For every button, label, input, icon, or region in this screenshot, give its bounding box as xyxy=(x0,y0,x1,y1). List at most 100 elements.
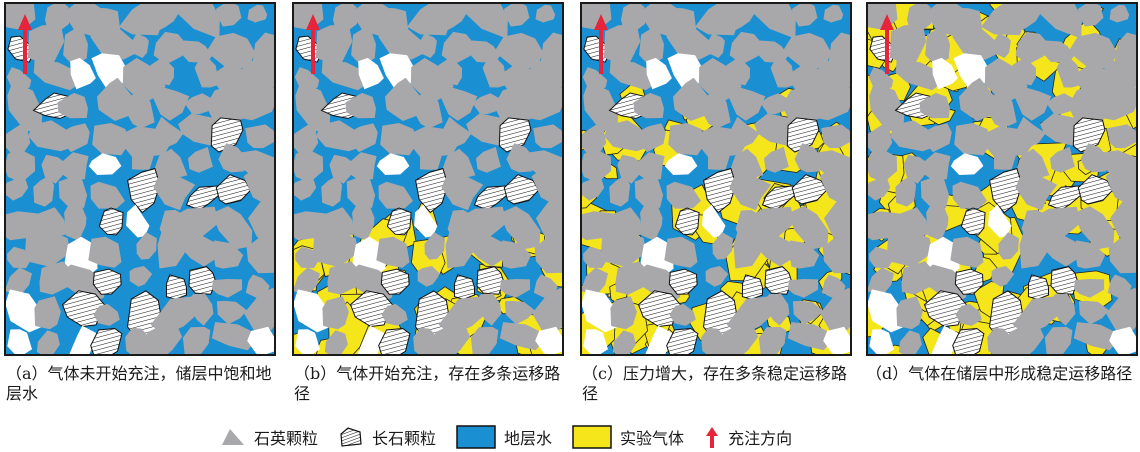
quartz-grain xyxy=(499,206,541,250)
quartz-grain xyxy=(346,175,376,208)
quartz-grain xyxy=(1049,293,1076,326)
quartz-grain xyxy=(601,232,647,268)
legend-item-feldspar: 长石颗粒 xyxy=(338,425,436,449)
quartz-grain xyxy=(782,32,832,69)
quartz-grain xyxy=(984,88,1017,129)
panel-c-figure xyxy=(580,2,852,356)
quartz-grain xyxy=(178,2,220,39)
quartz-grain xyxy=(730,116,760,147)
quartz-grain xyxy=(1078,300,1109,325)
grain-layer xyxy=(4,2,276,356)
gas-swatch xyxy=(572,425,612,449)
feldspar-grain xyxy=(786,117,820,153)
pore-space xyxy=(702,204,726,238)
quartz-grain xyxy=(236,57,276,96)
quartz-grain xyxy=(712,232,733,260)
quartz-grain xyxy=(467,40,501,63)
panel-b-figure xyxy=(292,2,564,356)
quartz-grain xyxy=(149,2,185,33)
quartz-grain xyxy=(1068,32,1118,69)
quartz-grain xyxy=(351,28,376,66)
legend-item-arrow: 充注方向 xyxy=(704,425,792,449)
grain-layer xyxy=(580,2,852,356)
quartz-grain xyxy=(376,236,410,268)
quartz-grain xyxy=(580,150,612,183)
quartz-grain xyxy=(580,179,605,201)
quartz-grain xyxy=(535,4,556,23)
quartz-grain xyxy=(1108,231,1138,274)
pore-space xyxy=(869,329,894,356)
quartz-grain xyxy=(229,86,276,121)
pore-space xyxy=(295,329,320,356)
quartz-grain xyxy=(179,232,216,267)
quartz-grain xyxy=(315,24,353,67)
quartz-grain xyxy=(1098,57,1138,96)
quartz-grain xyxy=(245,124,276,149)
quartz-grain xyxy=(1080,143,1106,173)
quartz-grain xyxy=(58,175,88,208)
quartz-grain xyxy=(895,175,917,207)
quartz-grain xyxy=(1014,86,1052,121)
quartz-grain xyxy=(787,206,829,250)
quartz-grain xyxy=(952,27,1002,60)
quartz-grain xyxy=(216,300,247,325)
legend-label-water: 地层水 xyxy=(504,429,553,448)
quartz-grain xyxy=(321,207,355,240)
pore-space xyxy=(646,57,672,90)
quartz-grain xyxy=(633,92,664,119)
pore-space xyxy=(583,329,608,356)
quartz-grain xyxy=(1107,274,1132,299)
quartz-grain xyxy=(604,120,649,152)
quartz-grain xyxy=(499,322,543,351)
panel-frame xyxy=(292,2,564,356)
quartz-grain xyxy=(239,150,276,180)
feldspar-grain xyxy=(386,207,412,236)
quartz-grain xyxy=(517,86,564,121)
feldspar-grain xyxy=(668,268,698,295)
quartz-grain xyxy=(36,330,60,356)
quartz-grain xyxy=(770,58,796,88)
quartz-grain xyxy=(821,274,846,299)
feldspar-grain xyxy=(637,290,682,328)
quartz-grain xyxy=(122,57,166,104)
quartz-grain xyxy=(58,152,89,181)
legend-item-quartz: 石英颗粒 xyxy=(220,425,318,449)
quartz-grain xyxy=(437,2,473,33)
injection-arrow-icon xyxy=(880,14,894,74)
legend-item-water: 地层水 xyxy=(456,425,552,449)
quartz-grain xyxy=(895,59,943,91)
quartz-grain xyxy=(4,179,29,201)
feldspar-grain xyxy=(61,290,106,328)
quartz-grain xyxy=(725,2,761,33)
quartz-grain xyxy=(1044,326,1073,355)
quartz-grain xyxy=(820,288,852,332)
quartz-grain xyxy=(218,143,244,173)
feldspar-grain xyxy=(165,274,187,300)
quartz-grain xyxy=(380,123,416,156)
feldspar-grain xyxy=(1027,274,1049,300)
quartz-grain xyxy=(609,175,631,207)
quartz-grain xyxy=(896,296,923,330)
quartz-grain xyxy=(245,274,270,299)
quartz-grain xyxy=(609,59,657,91)
quartz-grain xyxy=(1106,288,1138,332)
feldspar-grain xyxy=(210,117,244,153)
quartz-grain xyxy=(494,32,544,69)
quartz-grain xyxy=(247,4,268,23)
quartz-grain xyxy=(441,175,484,211)
feldspar-grain xyxy=(960,207,986,236)
legend-label-quartz: 石英颗粒 xyxy=(254,429,319,448)
panel-a xyxy=(4,2,276,356)
quartz-grain xyxy=(316,120,361,152)
feldspar-grain xyxy=(127,167,161,214)
pore-space xyxy=(357,325,385,356)
quartz-grain xyxy=(211,206,253,250)
caption-d: （d）气体在储层中形成稳定运移路径 xyxy=(866,364,1133,383)
quartz-grain xyxy=(815,150,852,180)
quartz-grain xyxy=(764,146,789,173)
quartz-grain xyxy=(321,59,369,91)
pore-space xyxy=(932,57,958,90)
quartz-grain xyxy=(610,296,637,330)
injection-arrow-icon xyxy=(594,14,608,74)
quartz-grain xyxy=(612,330,636,356)
